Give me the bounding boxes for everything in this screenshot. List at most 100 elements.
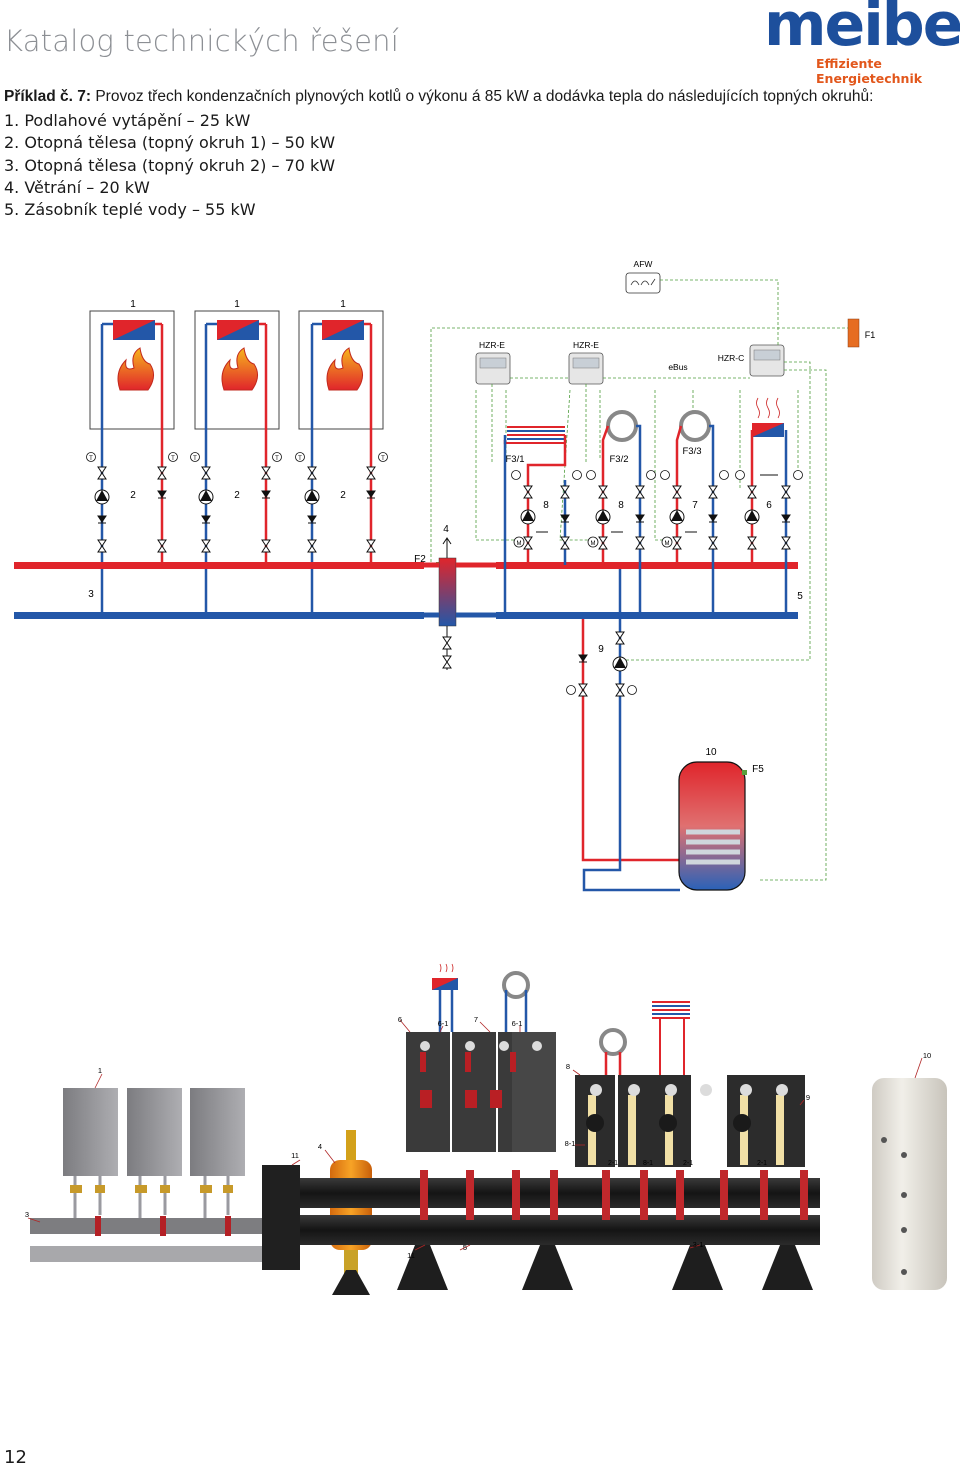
photo-label: 2-1 bbox=[757, 1160, 767, 1167]
control-wiring bbox=[430, 279, 848, 881]
photo-label: 3-1 bbox=[693, 1240, 704, 1249]
pump-number: 2 bbox=[340, 490, 346, 501]
radiator-ring-top bbox=[502, 971, 530, 1032]
separator-number: 4 bbox=[443, 524, 449, 535]
floor-coil-top bbox=[652, 1001, 690, 1075]
example-heading: Příklad č. 7: Provoz třech kondenzačních… bbox=[4, 88, 873, 106]
logo-tagline: Effiziente Energietechnik bbox=[816, 56, 923, 86]
pump-group-right bbox=[575, 1075, 805, 1167]
flow-header-pipe bbox=[14, 562, 424, 569]
return-header-pipe-right bbox=[496, 612, 798, 619]
photo-label: 6-1 bbox=[512, 1019, 523, 1028]
ebus-label: eBus bbox=[668, 362, 687, 372]
storage-tank-photo bbox=[872, 1078, 947, 1290]
logo-wordmark: meibes bbox=[764, 0, 960, 60]
black-manifold-lower bbox=[300, 1215, 820, 1245]
dhw-pipes bbox=[581, 569, 680, 892]
product-illustration: 1 3 11 4 6 6-1 7 6-1 8 8-1 9 10 11 5 2-1… bbox=[25, 963, 947, 1295]
photo-label: 10 bbox=[923, 1051, 931, 1060]
heating-circuit-list: 1. Podlahové vytápění – 25 kW 2. Otopná … bbox=[4, 110, 335, 221]
boiler-number: 1 bbox=[340, 299, 346, 310]
f1-label: F1 bbox=[865, 330, 876, 340]
hzr-c-label: HZR-C bbox=[718, 353, 744, 363]
list-item: 4. Větrání – 20 kW bbox=[4, 177, 150, 197]
hzr-e-controller-1 bbox=[475, 352, 511, 385]
boiler-1 bbox=[89, 310, 175, 460]
hzr-e-label-2: HZR-E bbox=[573, 340, 599, 350]
hydraulic-separator bbox=[438, 557, 457, 627]
insulation-shell bbox=[262, 1165, 300, 1270]
motor-label: M bbox=[517, 541, 522, 547]
hzr-e-label-1: HZR-E bbox=[479, 340, 505, 350]
photo-label: 8-1 bbox=[643, 1160, 653, 1167]
return-header-number: 5 bbox=[797, 591, 803, 602]
radiator-ring-right bbox=[599, 1028, 627, 1075]
boiler-fittings bbox=[86, 452, 388, 553]
boiler-pipes bbox=[100, 460, 373, 615]
photo-label: 5 bbox=[463, 1243, 467, 1252]
circuit-fittings bbox=[511, 470, 803, 550]
example-text: Provoz třech kondenzačních plynových kot… bbox=[95, 88, 874, 105]
t-label: T bbox=[298, 456, 302, 462]
circuit-pipes bbox=[503, 424, 788, 612]
black-manifold-upper bbox=[300, 1178, 820, 1208]
floor-heating-coil bbox=[507, 426, 565, 444]
hydraulic-schematic: AFW 1 1 1 bbox=[14, 259, 876, 892]
f5-label: F5 bbox=[752, 764, 764, 775]
t-label: T bbox=[193, 456, 197, 462]
hzr-c-controller bbox=[749, 344, 785, 377]
circuit-number-8b: 8 bbox=[618, 500, 624, 511]
t-label: T bbox=[89, 456, 93, 462]
boiler-3 bbox=[298, 310, 384, 460]
t-label: T bbox=[275, 456, 279, 462]
radiator-2 bbox=[679, 410, 711, 442]
photo-label: 9 bbox=[806, 1093, 810, 1102]
grey-header bbox=[30, 1246, 290, 1262]
t-label: T bbox=[381, 456, 385, 462]
photo-label: 11 bbox=[407, 1251, 415, 1260]
photo-label: 1 bbox=[98, 1066, 102, 1075]
boiler-unit bbox=[190, 1088, 245, 1176]
boiler-unit bbox=[63, 1088, 118, 1176]
flow-header-pipe-right bbox=[496, 562, 798, 569]
hzr-e-controller-2 bbox=[568, 352, 604, 385]
circuit-number-8a: 8 bbox=[543, 500, 549, 511]
f3-1-label: F3/1 bbox=[505, 454, 524, 465]
vent-coil-top bbox=[432, 963, 458, 1032]
page-title: Katalog technických řešení bbox=[4, 24, 399, 58]
photo-label: 2-1 bbox=[608, 1160, 618, 1167]
pump-number: 2 bbox=[234, 490, 240, 501]
list-item: 1. Podlahové vytápění – 25 kW bbox=[4, 111, 251, 130]
photo-label: 8-1 bbox=[565, 1139, 576, 1148]
meibes-logo: meibes Effiziente Energietechnik bbox=[764, 0, 960, 86]
pump-number: 2 bbox=[130, 490, 136, 501]
f3-3-label: F3/3 bbox=[682, 446, 701, 457]
afw-sensor-icon bbox=[625, 272, 661, 294]
example-label: Příklad č. 7: bbox=[4, 88, 92, 105]
photo-label: 2-1 bbox=[683, 1160, 693, 1167]
motor-label: M bbox=[665, 541, 670, 547]
circuit-number-6: 6 bbox=[766, 500, 772, 511]
f2-label: F2 bbox=[414, 554, 426, 565]
circuit-number-7: 7 bbox=[692, 500, 698, 511]
boiler-2 bbox=[194, 310, 280, 460]
photo-label: 8 bbox=[566, 1062, 570, 1071]
dhw-pump-number: 9 bbox=[598, 644, 604, 655]
flow-header-number: 3 bbox=[88, 589, 94, 600]
t-label: T bbox=[171, 456, 175, 462]
afw-label: AFW bbox=[634, 259, 653, 269]
photo-label: 7 bbox=[474, 1015, 478, 1024]
photo-label: 6 bbox=[398, 1015, 402, 1024]
list-item: 5. Zásobník teplé vody – 55 kW bbox=[4, 200, 256, 220]
boiler-number: 1 bbox=[234, 299, 240, 310]
boiler-unit bbox=[127, 1088, 182, 1176]
dhw-storage-tank bbox=[678, 761, 746, 891]
photo-label: 4 bbox=[318, 1142, 322, 1151]
pump-group-left bbox=[406, 1032, 556, 1152]
tank-number: 10 bbox=[705, 747, 717, 758]
photo-label: 11 bbox=[291, 1151, 299, 1160]
page-number: 12 bbox=[4, 1447, 27, 1468]
photo-label: 3 bbox=[25, 1210, 29, 1219]
tank-coil bbox=[686, 829, 740, 865]
list-item: 3. Otopná tělesa (topný okruh 2) – 70 kW bbox=[4, 155, 336, 175]
